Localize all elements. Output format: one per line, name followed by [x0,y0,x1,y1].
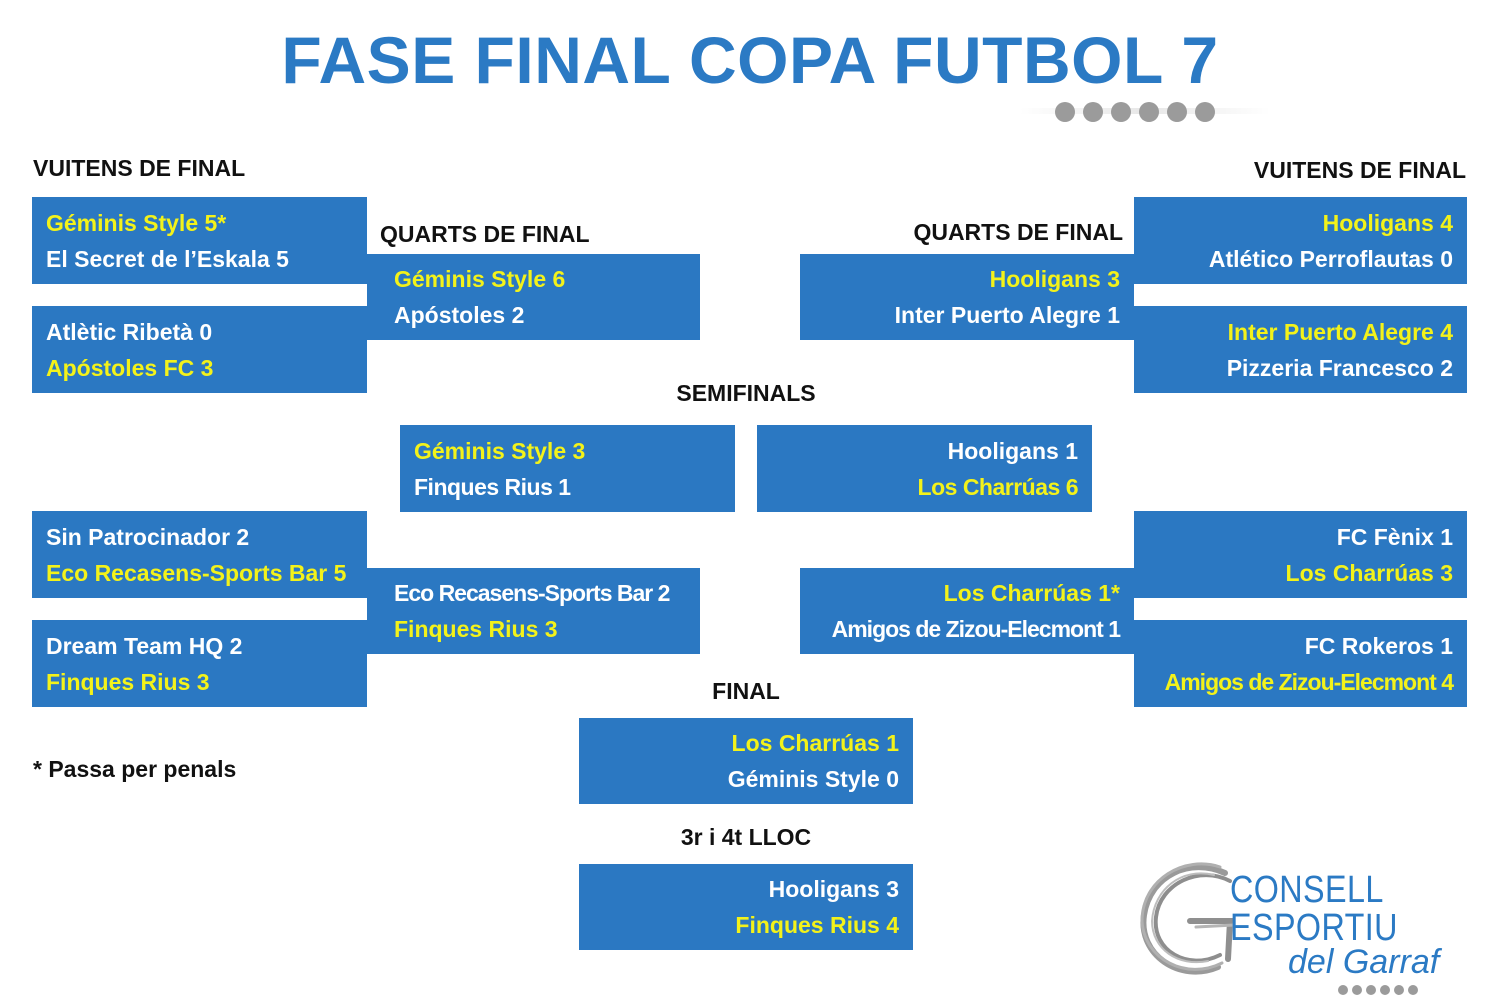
match-box-final: Los Charrúas 1 Géminis Style 0 [579,718,913,804]
team-line: Pizzeria Francesco 2 [1226,354,1453,381]
heading-quarts-left: QUARTS DE FINAL [380,221,590,247]
team-line: Los Charrúas 3 [1285,559,1453,586]
consell-esportiu-logo: CONSELL ESPORTIU del Garraf [1130,855,1450,1000]
team-line: Géminis Style 3 [414,437,586,464]
heading-third-place: 3r i 4t LLOC [680,824,812,850]
page-title: FASE FINAL COPA FUTBOL 7 [281,23,1219,97]
logo-line-garraf: del Garraf [1288,943,1440,981]
team-line: Finques Rius 3 [46,668,210,695]
team-line: Eco Recasens-Sports Bar 2 [394,580,670,606]
team-line: Atlètic Ribetà 0 [46,318,213,345]
match-box-r16-right-1: Hooligans 4 Atlético Perroflautas 0 [1134,197,1467,284]
match-box-r16-left-4: Dream Team HQ 2 Finques Rius 3 [32,620,367,707]
team-line: Inter Puerto Alegre 1 [894,302,1120,328]
team-line: Géminis Style 5* [46,209,227,236]
team-line: FC Rokeros 1 [1304,632,1453,659]
match-box-qf-right-1: Hooligans 3 Inter Puerto Alegre 1 [800,254,1134,340]
team-line: FC Fènix 1 [1336,523,1453,550]
match-box-qf-left-1: Géminis Style 6 Apóstoles 2 [367,254,700,340]
match-box-r16-right-3: FC Fènix 1 Los Charrúas 3 [1134,511,1467,598]
team-line: Los Charrúas 6 [917,473,1079,500]
team-line: Amigos de Zizou-Elecmont 1 [831,616,1121,642]
match-box-r16-left-1: Géminis Style 5* El Secret de l’Eskala 5 [32,197,367,284]
swirl-g-icon [1140,862,1236,975]
match-box-sf-left: Géminis Style 3 Finques Rius 1 [400,425,735,512]
team-line: Apóstoles FC 3 [46,354,214,381]
title-decoration-dots [1055,102,1223,122]
team-line: Finques Rius 4 [735,912,899,938]
team-line: Los Charrúas 1* [943,580,1120,606]
match-box-third-place: Hooligans 3 Finques Rius 4 [579,864,913,950]
penalties-note: * Passa per penals [33,756,237,782]
team-line: Hooligans 1 [947,437,1078,464]
team-line: Dream Team HQ 2 [46,632,243,659]
team-line: Hooligans 4 [1322,209,1453,236]
logo-line-esportiu: ESPORTIU [1230,907,1398,949]
team-line: Finques Rius 3 [394,616,558,642]
heading-final: FINAL [712,678,780,704]
team-line: Sin Patrocinador 2 [46,523,250,550]
team-line: Amigos de Zizou-Elecmont 4 [1164,668,1454,695]
team-line: Atlético Perroflautas 0 [1208,245,1453,272]
match-box-r16-left-2: Atlètic Ribetà 0 Apóstoles FC 3 [32,306,367,393]
match-box-qf-left-2: Eco Recasens-Sports Bar 2 Finques Rius 3 [367,568,700,654]
heading-vuitens-left: VUITENS DE FINAL [33,155,246,181]
team-line: Los Charrúas 1 [731,730,899,756]
team-line: Apóstoles 2 [394,302,525,328]
match-box-sf-right: Hooligans 1 Los Charrúas 6 [757,425,1092,512]
team-line: Hooligans 3 [989,266,1120,292]
team-line: El Secret de l’Eskala 5 [46,245,289,272]
match-box-r16-right-2: Inter Puerto Alegre 4 Pizzeria Francesco… [1134,306,1467,393]
team-line: Géminis Style 6 [394,266,566,292]
team-line: Hooligans 3 [768,876,899,902]
team-line: Inter Puerto Alegre 4 [1227,318,1453,345]
heading-semifinals: SEMIFINALS [676,380,816,406]
match-box-qf-right-2: Los Charrúas 1* Amigos de Zizou-Elecmont… [800,568,1134,654]
match-box-r16-left-3: Sin Patrocinador 2 Eco Recasens-Sports B… [32,511,367,598]
match-box-r16-right-4: FC Rokeros 1 Amigos de Zizou-Elecmont 4 [1134,620,1467,707]
logo-line-consell: CONSELL [1230,869,1384,911]
team-line: Eco Recasens-Sports Bar 5 [46,559,347,586]
logo-decoration-dots [1338,985,1422,995]
heading-vuitens-right: VUITENS DE FINAL [1253,157,1466,183]
team-line: Finques Rius 1 [414,473,571,500]
team-line: Géminis Style 0 [727,766,899,792]
heading-quarts-right: QUARTS DE FINAL [913,219,1123,245]
